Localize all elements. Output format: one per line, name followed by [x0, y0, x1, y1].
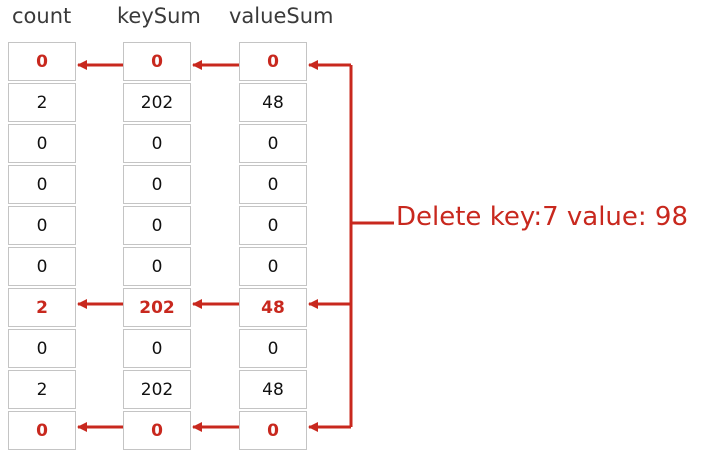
keysum-cell-0: 0: [123, 42, 191, 81]
keysum-cell-9: 0: [123, 411, 191, 450]
count-cell-4: 0: [8, 206, 76, 245]
operation-label: Delete key:7 value: 98: [396, 202, 689, 232]
keysum-cell-6: 202: [123, 288, 191, 327]
valuesum-cell-4: 0: [239, 206, 307, 245]
valuesum-cell-3: 0: [239, 165, 307, 204]
valuesum-cell-6: 48: [239, 288, 307, 327]
header-valuesum: valueSum: [229, 4, 334, 28]
valuesum-cell-1: 48: [239, 83, 307, 122]
keysum-cell-8: 202: [123, 370, 191, 409]
fan-bracket: [349, 65, 394, 427]
keysum-cell-4: 0: [123, 206, 191, 245]
count-cell-7: 0: [8, 329, 76, 368]
keysum-cell-3: 0: [123, 165, 191, 204]
count-cell-9: 0: [8, 411, 76, 450]
count-cell-2: 0: [8, 124, 76, 163]
keysum-cell-7: 0: [123, 329, 191, 368]
valuesum-cell-2: 0: [239, 124, 307, 163]
keysum-cell-2: 0: [123, 124, 191, 163]
header-count: count: [12, 4, 72, 28]
count-cell-1: 2: [8, 83, 76, 122]
valuesum-cell-7: 0: [239, 329, 307, 368]
count-cell-6: 2: [8, 288, 76, 327]
count-cell-0: 0: [8, 42, 76, 81]
valuesum-cell-8: 48: [239, 370, 307, 409]
keysum-cell-1: 202: [123, 83, 191, 122]
header-keysum: keySum: [117, 4, 201, 28]
count-cell-3: 0: [8, 165, 76, 204]
count-cell-5: 0: [8, 247, 76, 286]
keysum-cell-5: 0: [123, 247, 191, 286]
valuesum-cell-0: 0: [239, 42, 307, 81]
bracket-arrows: [308, 60, 351, 432]
valuesum-cell-9: 0: [239, 411, 307, 450]
valuesum-cell-5: 0: [239, 247, 307, 286]
count-cell-8: 2: [8, 370, 76, 409]
propagation-arrows: [77, 60, 239, 432]
